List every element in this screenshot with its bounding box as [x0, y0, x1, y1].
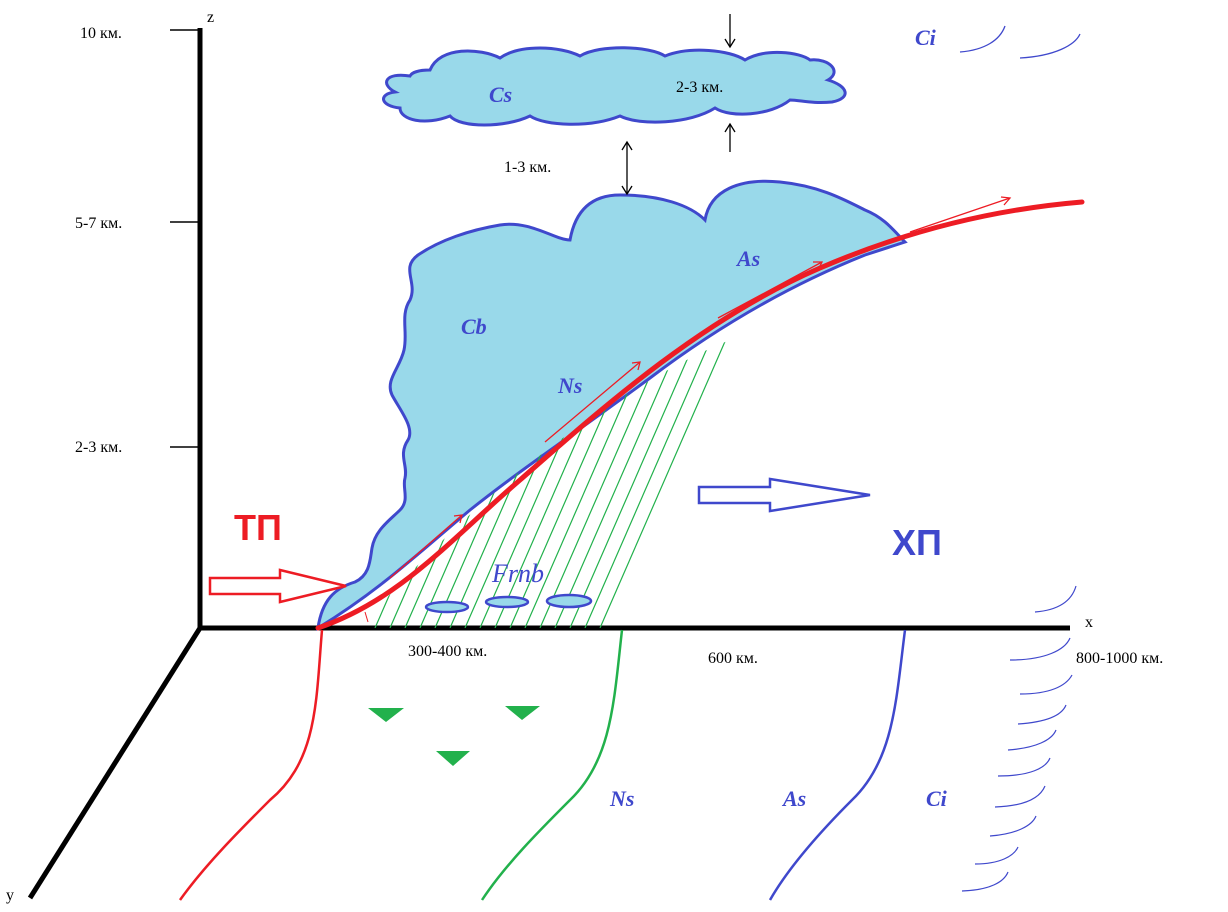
ns-ground-label: Ns	[609, 786, 634, 811]
warm-air-mass-label: ТП	[234, 507, 282, 548]
ci-ground-strokes	[961, 585, 1077, 892]
z-axis-label: z	[207, 9, 214, 26]
axes	[27, 28, 1070, 900]
cs-cloud	[382, 46, 847, 127]
as-ground-label: As	[781, 786, 806, 811]
cs-gap-label: 1-3 км.	[504, 159, 551, 176]
gap-arrows	[621, 14, 736, 196]
height-label-2-3km: 2-3 км.	[75, 439, 122, 456]
warm-air-arrow	[208, 568, 347, 604]
frnb-clouds	[424, 593, 593, 614]
ns-ground-line	[480, 629, 624, 901]
distance-label-800-1000: 800-1000 км.	[1076, 650, 1163, 667]
as-label: As	[735, 246, 760, 271]
ns-label: Ns	[557, 373, 582, 398]
cold-air-arrow	[697, 477, 871, 513]
warm-front-ground-line	[178, 629, 324, 901]
front-surface	[315, 199, 1085, 631]
height-label-10km: 10 км.	[80, 25, 122, 42]
y-axis-label: y	[6, 887, 14, 904]
cs-thickness-label: 2-3 км.	[676, 79, 723, 96]
distance-label-300-400: 300-400 км.	[408, 643, 487, 660]
ci-top-label: Ci	[915, 25, 937, 50]
frnb-label: Frnb	[491, 559, 544, 588]
ground-lines	[178, 629, 907, 901]
precip-symbols	[368, 706, 540, 766]
distance-label-600: 600 км.	[708, 650, 758, 667]
x-axis-label: x	[1085, 614, 1093, 631]
as-ground-line	[768, 629, 907, 901]
ci-top-strokes	[959, 25, 1081, 59]
flow-arrows	[389, 196, 1012, 579]
cb-label: Cb	[461, 314, 487, 339]
height-label-5-7km: 5-7 км.	[75, 215, 122, 232]
y-axis	[27, 626, 203, 900]
ci-ground-label: Ci	[926, 786, 948, 811]
cs-label: Cs	[489, 82, 512, 107]
cold-air-mass-label: ХП	[892, 522, 942, 563]
precip-edge	[364, 611, 369, 623]
